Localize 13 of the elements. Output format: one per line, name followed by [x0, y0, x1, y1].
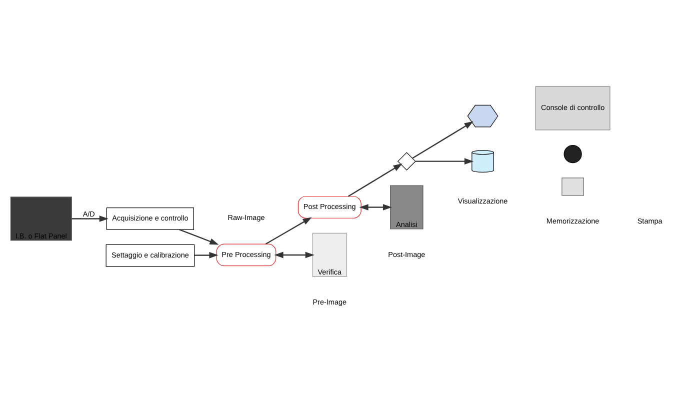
arrow [274, 252, 314, 258]
node-box [562, 178, 584, 196]
arrow [348, 164, 402, 197]
arrow [265, 217, 312, 245]
arrow [194, 252, 218, 258]
arrow [412, 121, 474, 159]
arrow [416, 158, 474, 165]
node-diamond [397, 152, 416, 171]
node-circle [564, 145, 582, 164]
node-hexagon [467, 104, 498, 128]
arrow [359, 204, 392, 210]
arrow [72, 216, 108, 222]
arrow [179, 229, 219, 245]
